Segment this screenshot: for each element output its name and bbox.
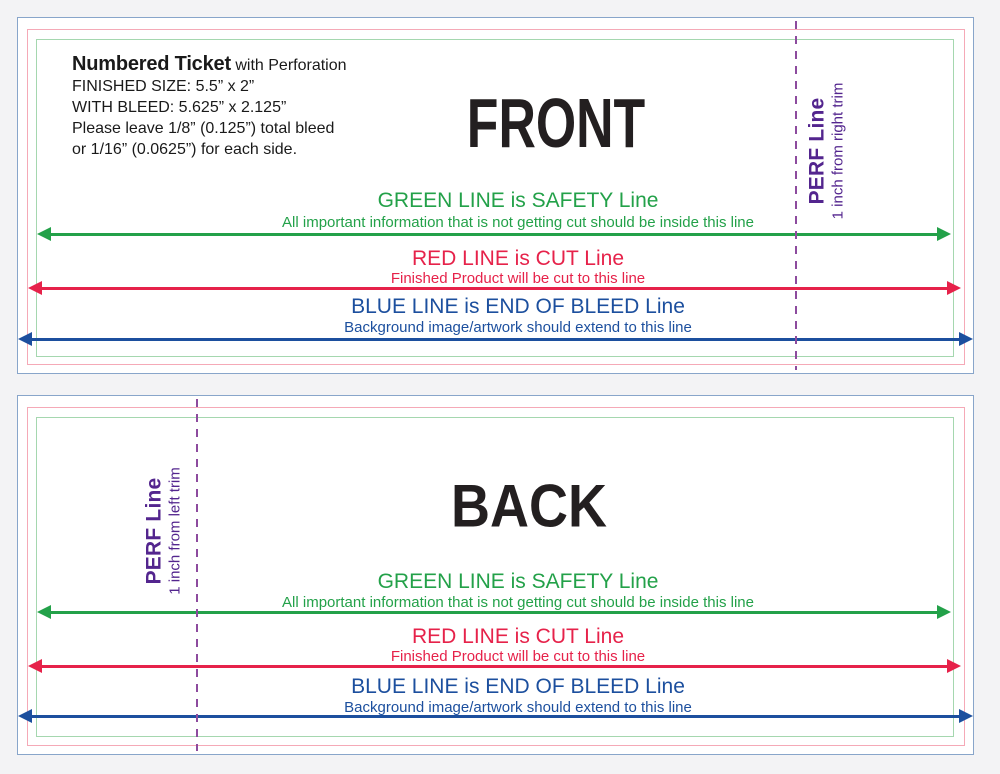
arrow-bar <box>39 286 950 290</box>
finished-size-line: FINISHED SIZE: 5.5” x 2” <box>72 78 255 95</box>
front-panel: Numbered Ticket with Perforation FINISHE… <box>17 17 974 374</box>
bleed-arrow-line <box>18 332 973 346</box>
safety-line-sublabel: All important information that is not ge… <box>282 594 754 611</box>
arrow-bar <box>48 232 940 236</box>
arrowhead-right-icon <box>937 227 951 241</box>
back-title: BACK <box>451 472 607 540</box>
arrowhead-right-icon <box>947 281 961 295</box>
perf-line-label: PERF Line <box>142 477 166 585</box>
bleed-line-label: BLUE LINE is END OF BLEED Line <box>351 675 685 698</box>
perf-line-sublabel: 1 inch from left trim <box>166 467 184 595</box>
arrowhead-right-icon <box>947 659 961 673</box>
cut-line-label: RED LINE is CUT Line <box>411 247 624 270</box>
cut-line-label: RED LINE is CUT Line <box>411 625 624 648</box>
cut-line-sublabel: Finished Product will be cut to this lin… <box>390 270 646 287</box>
bleed-note-line-2: or 1/16” (0.0625”) for each side. <box>72 141 298 158</box>
back-panel: BACK GREEN LINE is SAFETY Line All impor… <box>17 395 974 755</box>
arrowhead-right-icon <box>959 332 973 346</box>
bleed-note-line-1: Please leave 1/8” (0.125”) total bleed <box>72 120 335 137</box>
with-bleed-line: WITH BLEED: 5.625” x 2.125” <box>72 99 287 116</box>
arrowhead-left-icon <box>37 605 51 619</box>
cut-arrow-line <box>28 659 961 673</box>
product-title: Numbered Ticket with Perforation <box>72 54 432 76</box>
front-title: FRONT <box>466 84 646 162</box>
arrowhead-left-icon <box>18 709 32 723</box>
product-subtitle: with Perforation <box>235 57 347 74</box>
perf-annotation: PERF Line 1 inch from left trim <box>142 467 185 595</box>
perf-line-sublabel: 1 inch from right trim <box>829 82 847 220</box>
bleed-line-sublabel: Background image/artwork should extend t… <box>344 699 692 716</box>
cut-line-sublabel: Finished Product will be cut to this lin… <box>390 648 646 665</box>
safety-arrow-line <box>37 605 951 619</box>
perf-annotation: PERF Line 1 inch from right trim <box>805 83 848 220</box>
arrowhead-left-icon <box>18 332 32 346</box>
perf-dashed-line <box>795 21 797 370</box>
bleed-line-label: BLUE LINE is END OF BLEED Line <box>351 295 685 318</box>
arrowhead-left-icon <box>28 281 42 295</box>
cut-arrow-line <box>28 281 961 295</box>
product-name: Numbered Ticket <box>72 53 231 75</box>
arrow-bar <box>29 337 962 341</box>
arrowhead-right-icon <box>959 709 973 723</box>
safety-line-label: GREEN LINE is SAFETY Line <box>377 189 659 212</box>
arrowhead-left-icon <box>37 227 51 241</box>
perf-dashed-line <box>196 399 198 751</box>
bleed-line-sublabel: Background image/artwork should extend t… <box>344 319 692 336</box>
safety-arrow-line <box>37 227 951 241</box>
safety-line-sublabel: All important information that is not ge… <box>282 214 754 231</box>
bleed-arrow-line <box>18 709 973 723</box>
perf-line-label: PERF Line <box>805 97 829 205</box>
spec-info: Numbered Ticket with Perforation FINISHE… <box>72 54 432 160</box>
safety-line-label: GREEN LINE is SAFETY Line <box>377 570 659 593</box>
arrow-bar <box>29 714 962 718</box>
arrow-bar <box>48 610 940 614</box>
arrowhead-left-icon <box>28 659 42 673</box>
arrow-bar <box>39 664 950 668</box>
arrowhead-right-icon <box>937 605 951 619</box>
